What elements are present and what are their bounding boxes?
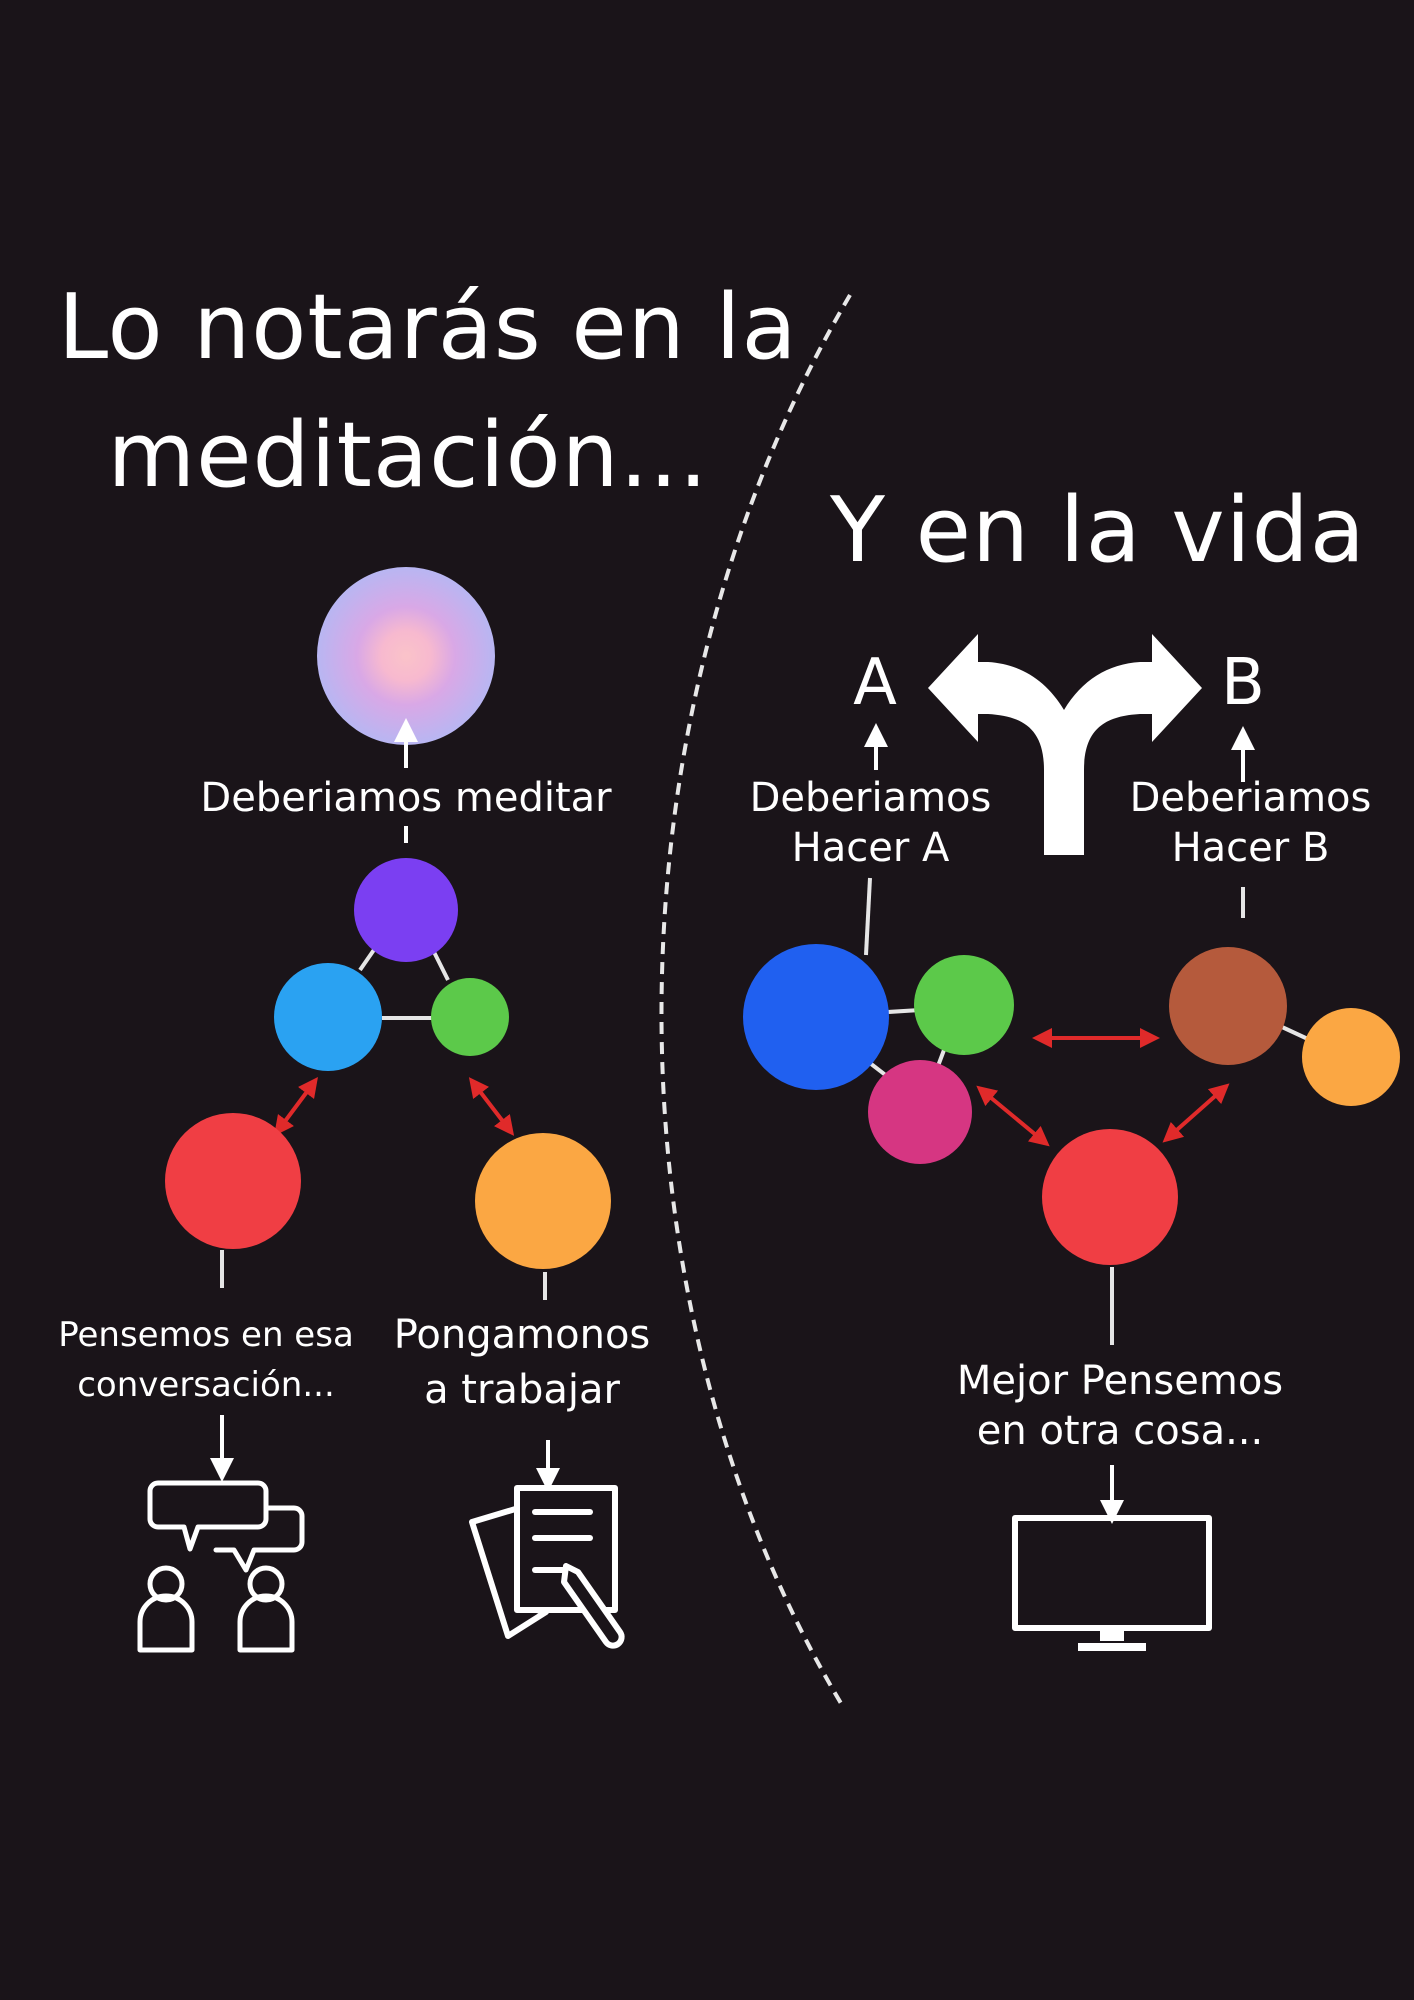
orange-circle [475,1133,611,1269]
red-double-arrow-left [274,1076,318,1137]
option-b-label-line2: Hacer B [1171,825,1330,871]
blue-circle [743,944,889,1090]
option-a-letter: A [853,646,897,720]
conversation-label-line1: Pensemos en esa [58,1315,354,1355]
dashed-divider [659,293,852,1707]
connector-brown-orange [1281,1025,1311,1042]
red-double-arrow-magenta-red [976,1085,1050,1147]
documents-pen-icon [469,1485,625,1649]
option-a-label-line2: Hacer A [791,825,950,871]
purple-circle [354,858,458,962]
work-label-line2: a trabajar [424,1367,620,1413]
conversation-people-icon [137,1480,305,1653]
left-title-line1: Lo notarás en la [58,275,798,380]
work-label-line1: Pongamonos [393,1312,651,1358]
right-title: Y en la vida [830,478,1366,583]
fork-arrow-icon [928,634,1202,855]
glowing-orb-icon [317,567,495,745]
red-circle-right [1042,1129,1178,1265]
connector-purple-green [432,951,450,981]
brown-circle [1169,947,1287,1065]
option-b-label-line1: Deberiamos [1129,775,1372,821]
option-a-label-line1: Deberiamos [749,775,992,821]
orange-circle-right [1302,1008,1400,1106]
option-b-letter: B [1221,646,1265,720]
red-double-arrow-right [468,1077,515,1136]
light-blue-circle [274,963,382,1071]
monitor-icon [1012,1515,1212,1651]
connector-a-blue [864,877,872,956]
green-circle [431,978,509,1056]
red-double-arrow-brown-red [1162,1083,1230,1143]
left-title-line2: meditación... [107,403,709,508]
green-circle-right [914,955,1014,1055]
connector-green-magenta [936,1049,946,1067]
magenta-circle [868,1060,972,1164]
red-circle [165,1113,301,1249]
other-thought-label-line2: en otra cosa... [976,1408,1264,1454]
other-thought-label-line1: Mejor Pensemos [956,1358,1284,1404]
conversation-label-line2: conversación... [77,1365,335,1405]
meditate-label: Deberiamos meditar [200,775,612,821]
